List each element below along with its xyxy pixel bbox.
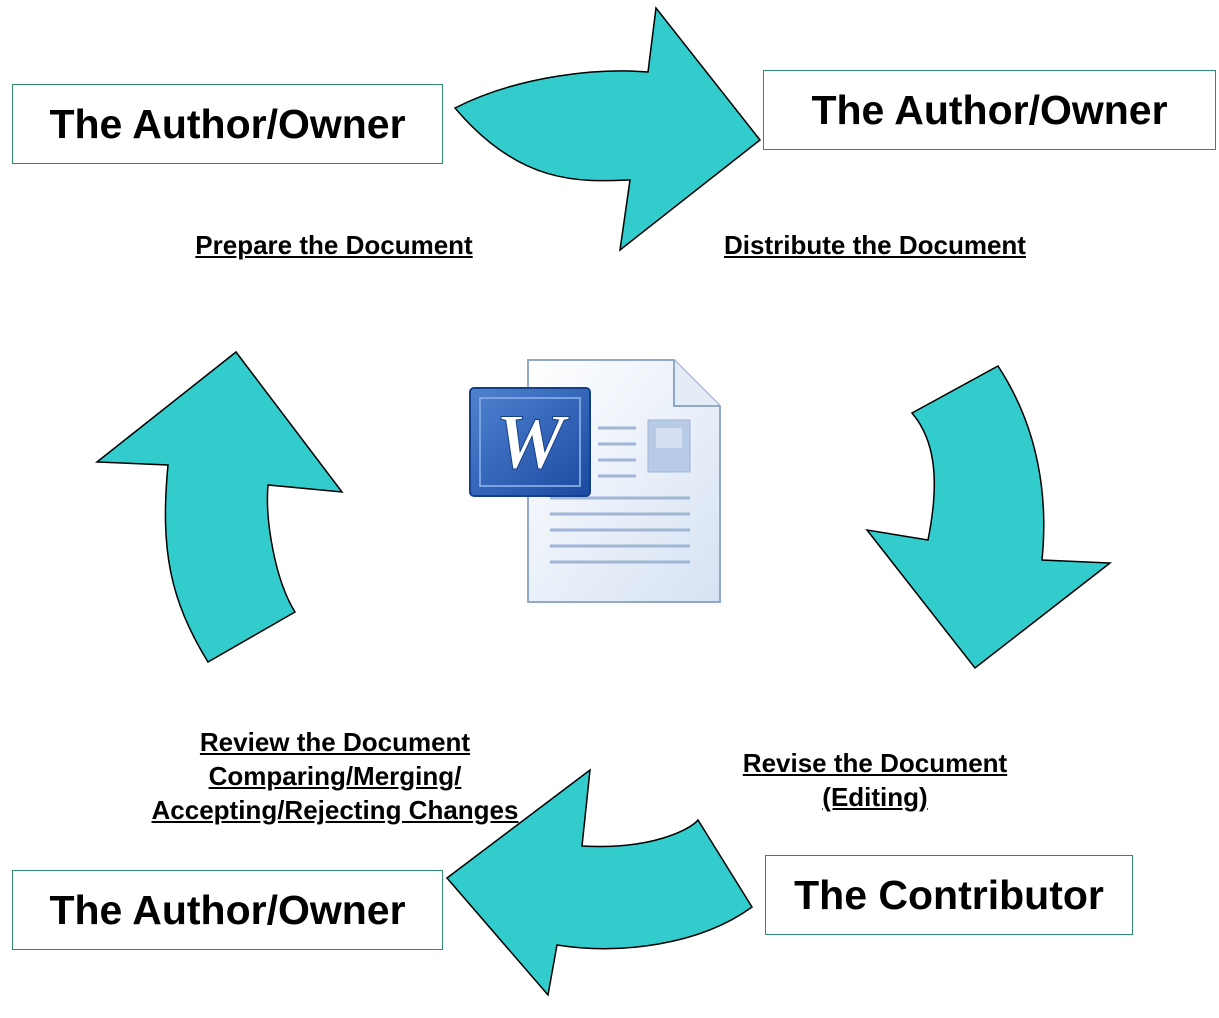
stage-distribute-label: Distribute the Document [724, 230, 1026, 260]
stage-prepare-label: Prepare the Document [195, 230, 473, 260]
arrow-right-icon [865, 365, 1113, 670]
role-box-bottom-left: The Author/Owner [12, 870, 443, 950]
stage-revise-label: Revise the Document (Editing) [660, 746, 1090, 814]
role-box-top-right: The Author/Owner [763, 70, 1216, 150]
word-document-icon: W [469, 359, 721, 603]
role-box-top-left: The Author/Owner [12, 84, 443, 164]
stage-revise-line1: Revise the Document [742, 748, 1008, 778]
stage-review-line3: Accepting/Rejecting Changes [151, 795, 519, 825]
stage-revise-line2: (Editing) [822, 782, 928, 812]
arrow-top-icon [453, 6, 762, 252]
stage-review-label: Review the Document Comparing/Merging/ A… [60, 725, 610, 827]
stage-review-line2: Comparing/Merging/ [208, 761, 462, 791]
role-box-bottom-right: The Contributor [765, 855, 1133, 935]
stage-review-line1: Review the Document [199, 727, 471, 757]
word-letter-w: W [495, 398, 569, 485]
arrow-bottom-icon [445, 768, 754, 997]
arrow-left-icon [94, 350, 344, 664]
